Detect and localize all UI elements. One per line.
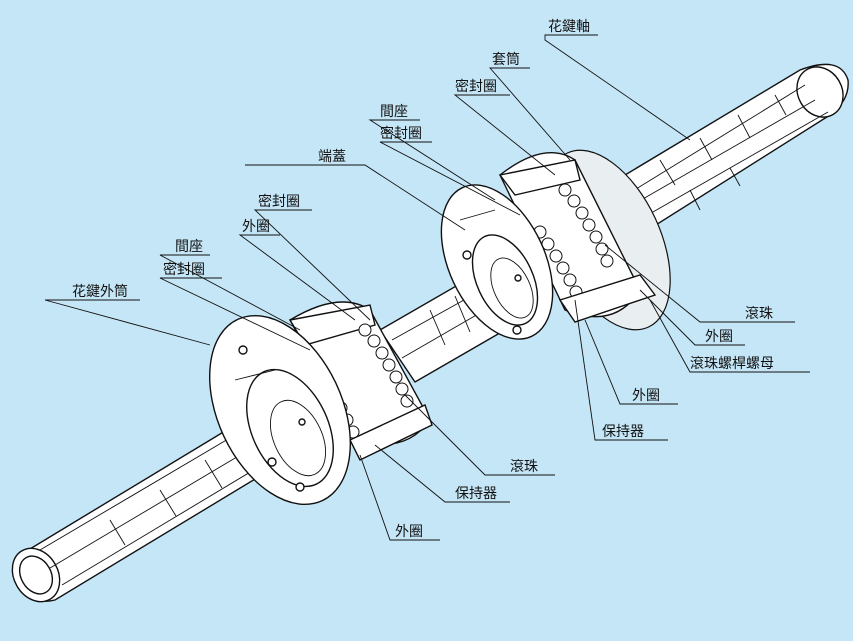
label-ball-right: 滾珠 [745, 306, 773, 322]
label-seal-right-top: 密封圈 [455, 78, 497, 95]
label-outer-ring-left-top: 外圈 [242, 219, 270, 235]
label-spline-shaft: 花鍵軸 [548, 19, 590, 35]
labels: 花鍵軸 套筒 密封圈 間座 密封圈 端蓋 密封圈 外圈 間座 密封圈 花鍵外筒 … [72, 19, 774, 540]
spline-shaft [11, 63, 849, 603]
label-end-cap: 端蓋 [318, 149, 346, 165]
label-ball-left: 滾珠 [510, 459, 538, 475]
label-outer-ring-right: 外圈 [705, 329, 733, 345]
label-spacer-left: 間座 [175, 239, 203, 255]
label-spacer-right: 間座 [380, 104, 408, 120]
right-ball-row [533, 183, 614, 299]
label-seal-left-top: 密封圈 [258, 193, 300, 210]
right-bearing-unit [440, 149, 671, 340]
label-seal-left: 密封圈 [163, 261, 205, 278]
label-spline-outer-sleeve: 花鍵外筒 [72, 283, 128, 300]
label-sleeve: 套筒 [492, 51, 520, 68]
leader-lines [44, 34, 810, 541]
label-ball-screw-nut: 滾珠螺桿螺母 [690, 356, 774, 372]
label-retainer-right: 保持器 [602, 424, 644, 440]
left-bearing-unit [208, 301, 433, 506]
label-seal-right-mid: 密封圈 [380, 125, 422, 142]
label-outer-ring-left-bottom: 外圈 [395, 524, 423, 540]
label-retainer-left: 保持器 [455, 486, 497, 502]
label-outer-ring-right-low: 外圈 [632, 388, 660, 404]
